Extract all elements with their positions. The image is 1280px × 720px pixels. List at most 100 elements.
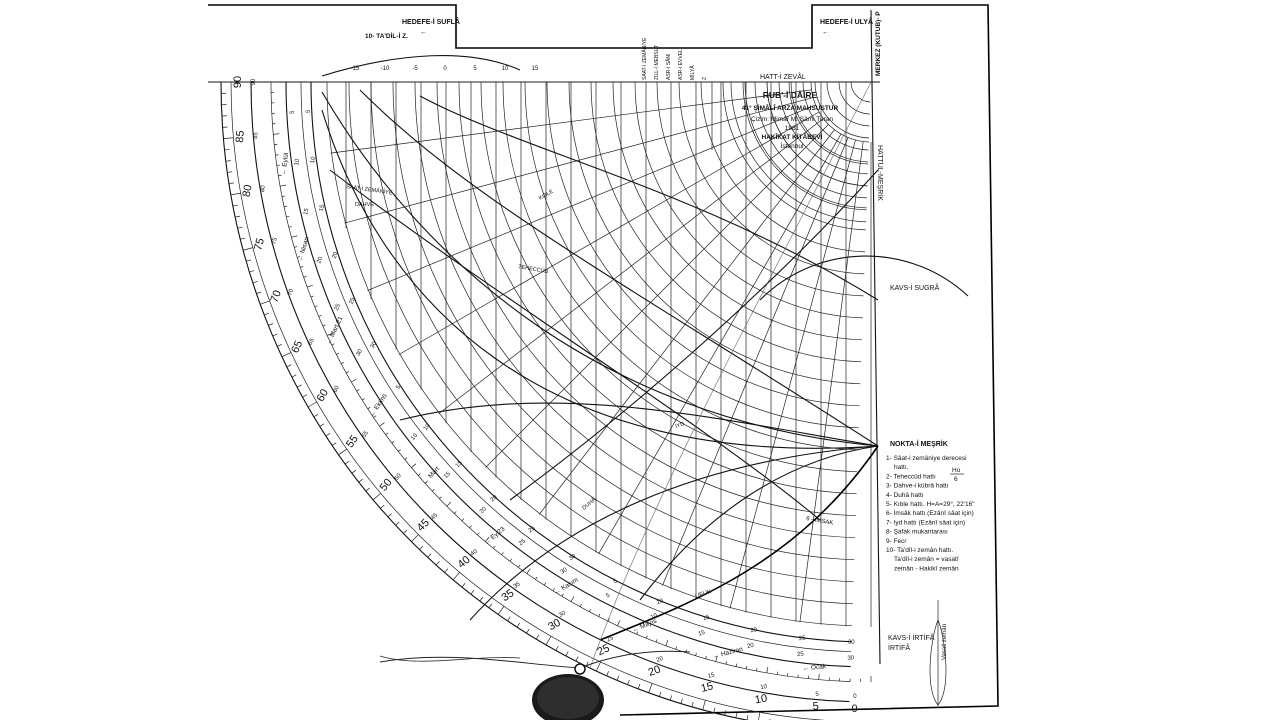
scale-tick (391, 441, 395, 444)
svg-text:←: ← (420, 29, 427, 36)
scale-tick (372, 493, 381, 501)
scale-ring (230, 81, 826, 720)
scale-tick (518, 564, 521, 568)
scale-tick (479, 596, 484, 602)
scale-major-label: 80 (241, 184, 255, 198)
scale-tick (379, 422, 385, 427)
legend-item: 6- İmsâk hattı (Ezânî sâat için) (886, 508, 974, 517)
mukantara-arc (546, 81, 860, 407)
zill-arc (838, 81, 870, 115)
ufuk-label: UFUK (695, 589, 712, 600)
scale-tick (380, 504, 385, 509)
city-line: İstanbul (781, 141, 804, 150)
scale-tick (240, 237, 246, 240)
mukantara-arc (326, 81, 853, 627)
scale-major-label: 90 (232, 76, 244, 88)
scale-minor-label: 70 (287, 288, 295, 297)
prayer-curve (469, 445, 879, 621)
prayer-curve (419, 95, 879, 301)
scale-tick (404, 457, 408, 460)
scale-tick (351, 378, 357, 383)
scale-tick (281, 195, 286, 197)
author-line: Çizim: Mimâr M. Sâmi Turan (751, 116, 833, 123)
scale-tick (227, 171, 233, 173)
hour-radial (662, 137, 849, 586)
scale-major-label: 30 (546, 617, 563, 634)
scale-minor-label: 50 (394, 472, 403, 481)
chart-title: RUB'-İ DÂİRE (763, 89, 818, 100)
top-scale-label: 10 (502, 66, 509, 72)
scale-tick (439, 496, 442, 500)
vasati-zeman-label: Vasati zemân (942, 624, 948, 660)
scale-tick (318, 314, 322, 317)
scale-tick (665, 640, 669, 646)
scale-tick (303, 276, 307, 278)
sinus-column-label: ASR-I SÂNİ (665, 54, 672, 80)
scale-tick (598, 613, 601, 617)
scale-tick (766, 666, 769, 673)
hour-radial (398, 111, 820, 355)
scale-tick (310, 295, 314, 298)
sinus-column-label: MİLYÂ (689, 65, 696, 80)
scale-minor-label: 30 (558, 610, 567, 619)
hedefe-ulya-label: HEDEFE-İ ULYÂ ← (820, 17, 873, 36)
scale-tick (387, 513, 392, 518)
ring-number: 15 (319, 204, 326, 212)
scale-tick (535, 634, 540, 640)
mukantara-arc (458, 81, 857, 495)
scale-ring (220, 81, 751, 720)
ring-number: 30 (848, 640, 856, 646)
mukantara-arc (744, 81, 867, 209)
ring-number: 20 (750, 627, 758, 634)
legend-item: 1- Sâat-i zemâniye derecesi (886, 455, 967, 462)
prayer-curve (509, 169, 879, 501)
scale-tick (435, 561, 440, 566)
scale-tick (243, 247, 253, 251)
scale-minor-label: 25 (606, 635, 615, 644)
scale-tick (431, 488, 435, 492)
scale-tick (461, 583, 466, 588)
mukantara-arc (348, 81, 853, 605)
zill-arc (850, 81, 871, 103)
mukantara-arc (392, 81, 855, 561)
scale-tick (725, 661, 727, 665)
scale-minor-label: 55 (361, 430, 370, 439)
scale-tick (493, 545, 496, 549)
ring-number: 25 (799, 635, 807, 642)
plumb-bob-icon[interactable] (532, 663, 604, 720)
hour-radial (485, 124, 829, 468)
scale-tick (344, 460, 350, 465)
hour-radial (729, 139, 856, 609)
scale-tick (411, 463, 417, 468)
legend-item: 10- Ta'dîl-i zemân hattı. (886, 547, 953, 554)
scale-tick (680, 698, 683, 704)
scale-tick (427, 553, 432, 558)
scale-minor-label: 20 (656, 656, 665, 664)
vasati-zeman-mark (929, 600, 947, 706)
svg-text:KAVS-İ İRTİFÂ: KAVS-İ İRTİFÂ (888, 633, 935, 642)
ring-number: 15 (455, 460, 464, 469)
scale-tick (595, 661, 601, 672)
scale-tick (509, 558, 512, 562)
board-outline (208, 4, 999, 716)
legend-item: Ta'dîl-i zemân = vasatî (894, 556, 959, 563)
scale-ring (250, 81, 850, 703)
prayer-curve (329, 169, 821, 521)
ring-number: 15 (443, 471, 452, 480)
scale-major-label: 55 (344, 433, 361, 450)
scale-tick (501, 552, 504, 556)
hour-radial (330, 89, 812, 154)
scale-major-label: 20 (647, 663, 663, 678)
scale-tick (758, 712, 761, 720)
scale-tick (705, 655, 707, 659)
scale-tick (367, 406, 371, 410)
scale-tick (403, 529, 408, 534)
curve-label-teheccud: TEHECCÜD (518, 263, 549, 275)
scale-tick (300, 266, 304, 268)
scale-tick (260, 300, 270, 305)
scale-tick (659, 691, 662, 697)
scale-tick (616, 675, 620, 681)
scale-tick (444, 568, 449, 573)
scale-tick (331, 343, 335, 346)
